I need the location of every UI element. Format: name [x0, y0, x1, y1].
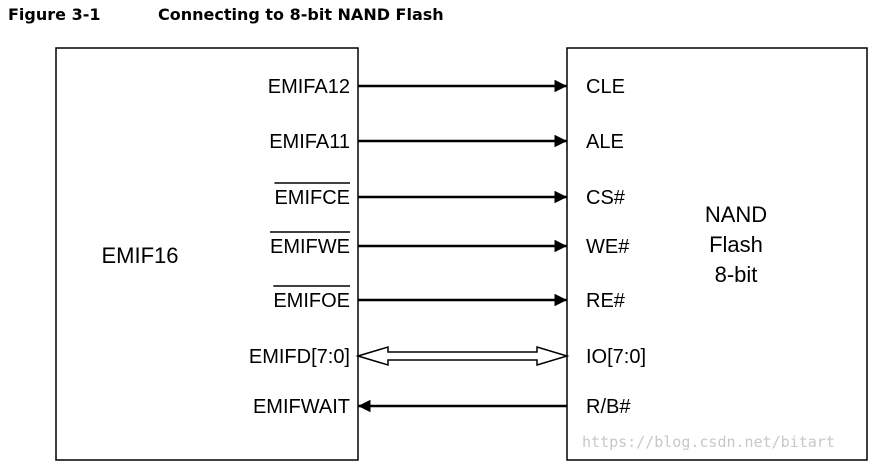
- emif16-label: EMIF16: [101, 243, 178, 268]
- cs-pin-label: CS#: [586, 187, 626, 209]
- nand-flash-label-line-3: 8-bit: [715, 262, 758, 287]
- nand-flash-label-line-1: NAND: [705, 202, 767, 227]
- nand-flash-label-line-2: Flash: [709, 232, 763, 257]
- emifd-7-0-pin-label: EMIFD[7:0]: [249, 346, 350, 368]
- re-pin-label: RE#: [586, 290, 626, 312]
- emifd-7-0-bus-arrow: [355, 345, 570, 367]
- io-7-0-pin-label: IO[7:0]: [586, 346, 646, 368]
- emifwait-pin-label: EMIFWAIT: [253, 396, 350, 418]
- ale-pin-label: ALE: [586, 131, 624, 153]
- emifoe-pin-label: EMIFOE: [273, 290, 350, 312]
- watermark: https://blog.csdn.net/bitart: [582, 433, 835, 451]
- figure-title: Connecting to 8-bit NAND Flash: [158, 5, 444, 24]
- nand-flash-block: [566, 47, 868, 461]
- emifwe-pin-label: EMIFWE: [270, 236, 350, 258]
- emifa11-pin-label: EMIFA11: [269, 131, 350, 153]
- emif16-block: [55, 47, 359, 461]
- emifa12-pin-label: EMIFA12: [268, 76, 350, 98]
- r-b-pin-label: R/B#: [586, 396, 631, 418]
- figure-number: Figure 3-1: [8, 5, 101, 24]
- signal-group: EMIFA12 CLE EMIFA11 ALE EMIFCE CS# EMIFWE WE# EM…: [249, 76, 646, 418]
- cle-pin-label: CLE: [586, 76, 625, 98]
- emifce-pin-label: EMIFCE: [274, 187, 350, 209]
- we-pin-label: WE#: [586, 236, 630, 258]
